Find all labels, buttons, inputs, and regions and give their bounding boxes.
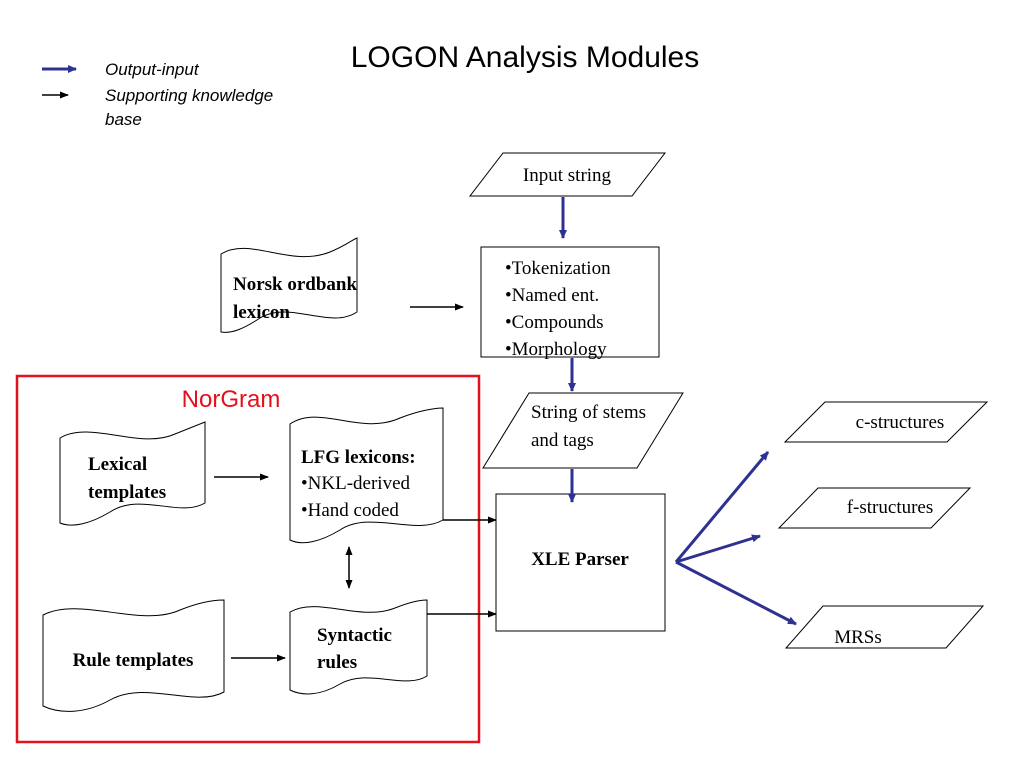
legend-support-label-line2: base xyxy=(105,110,142,129)
preprocess-item: •Tokenization xyxy=(505,258,611,279)
legend-output-label: Output-input xyxy=(105,60,200,79)
xle-parser-node: XLE Parser xyxy=(495,493,666,632)
preprocess-item: •Compounds xyxy=(505,312,604,333)
lexical-templates-label-line1: Lexical xyxy=(88,454,147,475)
lexical-templates-node: Lexical templates xyxy=(59,421,206,526)
xle-parser-label: XLE Parser xyxy=(531,549,629,570)
lfg-lexicons-item: •NKL-derived xyxy=(301,473,410,494)
syntactic-rules-label-line2: rules xyxy=(317,652,357,673)
norgram-label: NorGram xyxy=(182,386,281,413)
stems-tags-node: String of stems and tags xyxy=(482,392,684,469)
stems-tags-label-line1: String of stems xyxy=(531,402,646,423)
arrow-parser-to-c-structures xyxy=(674,451,770,563)
arrow-parser-to-mrss xyxy=(675,560,797,626)
lfg-lexicons-item: •Hand coded xyxy=(301,500,399,521)
preprocess-item: •Named ent. xyxy=(505,285,599,306)
preprocess-node: •Tokenization •Named ent. •Compounds •Mo… xyxy=(480,246,660,360)
c-structures-node: c-structures xyxy=(783,401,989,443)
norgram-frame xyxy=(15,374,481,744)
syntactic-rules-node: Syntactic rules xyxy=(289,599,428,695)
lfg-lexicons-title: LFG lexicons: xyxy=(301,447,416,468)
mrss-label: MRSs xyxy=(834,627,882,648)
norsk-ordbank-node: Norsk ordbank lexicon xyxy=(220,237,358,333)
stems-tags-label-line2: and tags xyxy=(531,430,594,451)
preprocess-item: •Morphology xyxy=(505,339,607,360)
input-string-node: Input string xyxy=(468,152,667,197)
lexical-templates-label-line2: templates xyxy=(88,482,166,503)
rule-templates-node: Rule templates xyxy=(42,599,225,712)
c-structures-label: c-structures xyxy=(856,412,945,433)
legend: Output-input Supporting knowledge base xyxy=(42,60,273,129)
lfg-lexicons-node: LFG lexicons: •NKL-derived •Hand coded xyxy=(289,407,444,544)
page-title: LOGON Analysis Modules xyxy=(351,41,699,74)
syntactic-rules-label-line1: Syntactic xyxy=(317,625,392,646)
f-structures-label: f-structures xyxy=(847,497,934,518)
mrss-node: MRSs xyxy=(784,605,985,649)
legend-support-label-line1: Supporting knowledge xyxy=(105,86,273,105)
input-string-label: Input string xyxy=(523,165,612,186)
norsk-ordbank-label-line1: Norsk ordbank xyxy=(233,274,357,295)
norsk-ordbank-label-line2: lexicon xyxy=(233,302,290,323)
arrow-parser-to-f-structures xyxy=(675,534,761,564)
f-structures-node: f-structures xyxy=(777,487,972,529)
rule-templates-label: Rule templates xyxy=(73,650,194,671)
